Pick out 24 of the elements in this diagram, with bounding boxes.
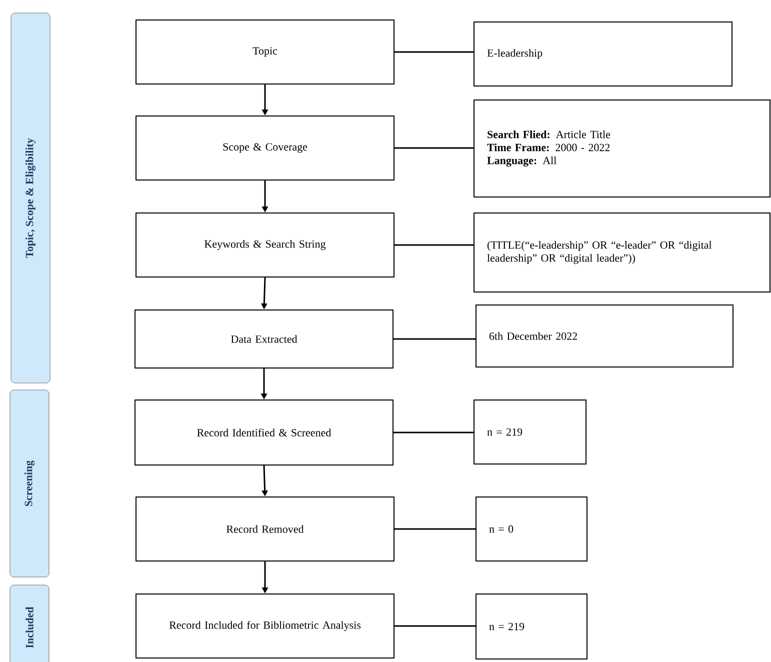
detail-box: E-leadership [474,22,732,86]
connector-line [394,528,476,530]
connector-line [394,432,474,434]
connector-line [394,244,474,246]
process-box: Record Identified & Screened [134,400,394,466]
detail-box: n = 219 [474,400,586,464]
detail-box: n = 219 [476,594,588,660]
detail-box: (TITLE(“e-leadership” OR “e-leader” OR “digital leadership” OR “digital leader”)) [474,212,770,292]
connector-line [394,147,474,149]
detail-box: n = 0 [476,496,588,562]
process-box: Scope & Coverage [136,116,394,180]
detail-box: 6th December 2022 [476,304,734,368]
detail-box: Search Flied: Article Title Time Frame: 2000 - 2022 Language: All [474,100,770,198]
connector-line [394,338,476,340]
connector-line [394,625,476,627]
process-box: Data Extracted [134,310,394,368]
process-box: Record Included for Bibliometric Analysis [136,594,394,658]
phase-band: Included [10,584,50,662]
process-box: Record Removed [136,496,394,562]
phase-band: Screening [10,390,50,578]
connector-line [394,51,474,53]
process-box: Keywords & Search String [136,212,394,278]
process-box: Topic [136,20,394,84]
phase-band: Topic, Scope & Eligibility [10,12,50,384]
